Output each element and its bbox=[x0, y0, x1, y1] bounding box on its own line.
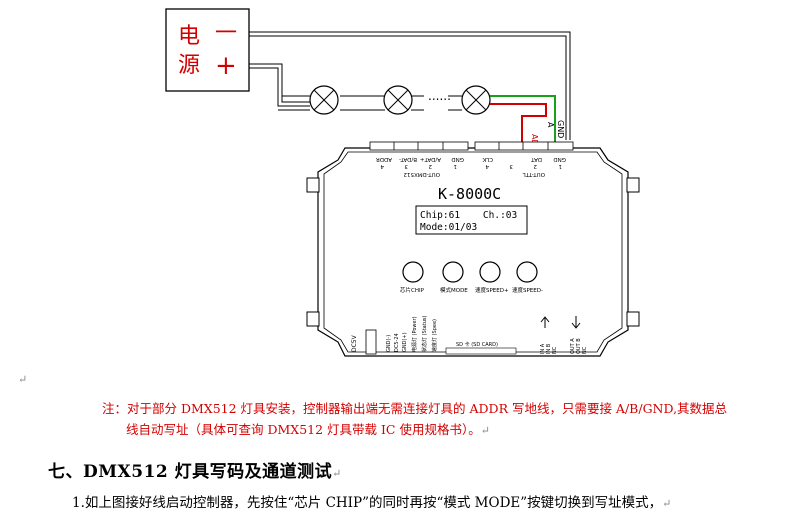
svg-text:DAT: DAT bbox=[531, 156, 542, 162]
power-plus: + bbox=[215, 51, 237, 81]
power-socket bbox=[365, 329, 377, 355]
lcd-line-2: Mode:01/03 bbox=[420, 222, 477, 233]
paragraph-mark: ↵ bbox=[18, 373, 28, 386]
power-minus: 一 bbox=[215, 21, 237, 46]
svg-text:2: 2 bbox=[429, 163, 433, 169]
power-terminal-labels: GND(-) DC5-24 GND(+) bbox=[386, 332, 408, 352]
dc-label: DC5V bbox=[351, 334, 358, 352]
out-arrow-icon bbox=[571, 316, 581, 329]
svg-text:速度灯 (Spee): 速度灯 (Spee) bbox=[431, 319, 438, 352]
controller-body bbox=[306, 147, 640, 357]
status-led-labels: 电源灯 (Power) 状态灯 (Status) 速度灯 (Spee) bbox=[411, 316, 438, 352]
svg-text:速度SPEED-: 速度SPEED- bbox=[512, 286, 543, 294]
svg-text:4: 4 bbox=[380, 163, 384, 169]
svg-text:2: 2 bbox=[534, 163, 538, 169]
speed-up-button[interactable]: 速度SPEED+ bbox=[475, 261, 509, 294]
dmx-terminal-labels: ADDR B/DAT- A/DAT+ GND 4 3 2 1 OUT-DMX51… bbox=[376, 156, 464, 177]
paragraph-mark: ↵ bbox=[332, 467, 342, 480]
power-label-2: 源 bbox=[178, 53, 200, 78]
svg-text:OUT A: OUT A bbox=[570, 338, 576, 354]
lamp-ellipsis: ...... bbox=[428, 89, 451, 103]
svg-text:NC: NC bbox=[552, 346, 558, 354]
svg-text:GND(-): GND(-) bbox=[386, 335, 392, 352]
svg-text:OUT-TTL: OUT-TTL bbox=[522, 171, 545, 177]
note-line-2: 线自动写址（具体可查询 DMX512 灯具带载 IC 使用规格书）。 bbox=[126, 422, 481, 437]
out-labels: OUT A OUT B NC bbox=[570, 338, 588, 354]
power-label-1: 电 bbox=[178, 24, 200, 49]
in-labels: IN A IN B NC bbox=[540, 343, 558, 354]
mode-button[interactable]: 模式MODE bbox=[440, 261, 468, 294]
lcd-screen bbox=[415, 205, 528, 235]
svg-text:模式MODE: 模式MODE bbox=[440, 286, 468, 294]
svg-text:1: 1 bbox=[559, 163, 563, 169]
svg-text:速度SPEED+: 速度SPEED+ bbox=[475, 286, 509, 294]
red-note: 注：对于部分 DMX512 灯具安装，控制器输出端无需连接灯具的 ADDR 写地… bbox=[102, 398, 762, 441]
sd-card-slot bbox=[445, 347, 517, 355]
lcd-line-1: Chip:61 Ch.:03 bbox=[420, 210, 517, 221]
svg-text:GND: GND bbox=[451, 156, 464, 162]
svg-text:OUT-DMX512: OUT-DMX512 bbox=[404, 171, 440, 177]
wiring-diagram: 电 源 一 + ...... ADD A GND bbox=[165, 8, 640, 357]
terminal-block-ttl bbox=[474, 141, 574, 151]
svg-text:B/DAT-: B/DAT- bbox=[399, 156, 417, 162]
wire-label-gnd: GND bbox=[556, 120, 565, 138]
svg-text:ADDR: ADDR bbox=[376, 156, 392, 162]
ttl-terminal-labels: CLK DAT GND 4 3 2 1 OUT-TTL bbox=[482, 156, 566, 177]
svg-text:芯片CHIP: 芯片CHIP bbox=[400, 286, 425, 294]
svg-text:1: 1 bbox=[454, 163, 458, 169]
svg-text:4: 4 bbox=[485, 163, 489, 169]
svg-text:电源灯 (Power): 电源灯 (Power) bbox=[411, 316, 418, 352]
svg-text:IN B: IN B bbox=[546, 343, 552, 354]
svg-text:IN A: IN A bbox=[540, 343, 546, 354]
paragraph-mark: ↵ bbox=[480, 424, 490, 437]
in-arrow-icon bbox=[540, 316, 550, 328]
note-line-1: 注：对于部分 DMX512 灯具安装，控制器输出端无需连接灯具的 ADDR 写地… bbox=[102, 401, 728, 416]
svg-text:CLK: CLK bbox=[482, 156, 493, 162]
lamp-2 bbox=[383, 85, 413, 115]
controller-model: K-8000C bbox=[438, 185, 501, 203]
wire-label-a: A bbox=[546, 122, 555, 128]
svg-text:GND: GND bbox=[553, 156, 566, 162]
sd-card-label: SD 卡 (SD CARD) bbox=[456, 341, 498, 348]
chip-button[interactable]: 芯片CHIP bbox=[400, 261, 425, 294]
svg-text:A/DAT+: A/DAT+ bbox=[420, 156, 441, 162]
power-supply-box bbox=[165, 8, 250, 92]
green-wire bbox=[490, 95, 556, 146]
speed-down-button[interactable]: 速度SPEED- bbox=[512, 261, 543, 294]
svg-text:3: 3 bbox=[509, 163, 513, 169]
paragraph-mark: ↵ bbox=[662, 497, 672, 510]
svg-text:GND(+): GND(+) bbox=[402, 332, 408, 352]
step-1-text: 1.如上图接好线启动控制器，先按住“芯片 CHIP”的同时再按“模式 MODE”… bbox=[72, 495, 672, 511]
section-heading: 七、DMX512 灯具写码及通道测试↵ bbox=[48, 462, 342, 482]
svg-text:状态灯 (Status): 状态灯 (Status) bbox=[421, 316, 428, 352]
red-wire bbox=[490, 103, 547, 146]
power-wires bbox=[249, 31, 571, 140]
terminal-block-dmx bbox=[369, 141, 469, 151]
svg-text:3: 3 bbox=[404, 163, 408, 169]
svg-text:DC5-24: DC5-24 bbox=[394, 333, 400, 352]
svg-text:NC: NC bbox=[582, 346, 588, 354]
lamp-3 bbox=[461, 85, 491, 115]
lamp-1 bbox=[309, 85, 339, 115]
svg-text:OUT B: OUT B bbox=[576, 338, 582, 354]
